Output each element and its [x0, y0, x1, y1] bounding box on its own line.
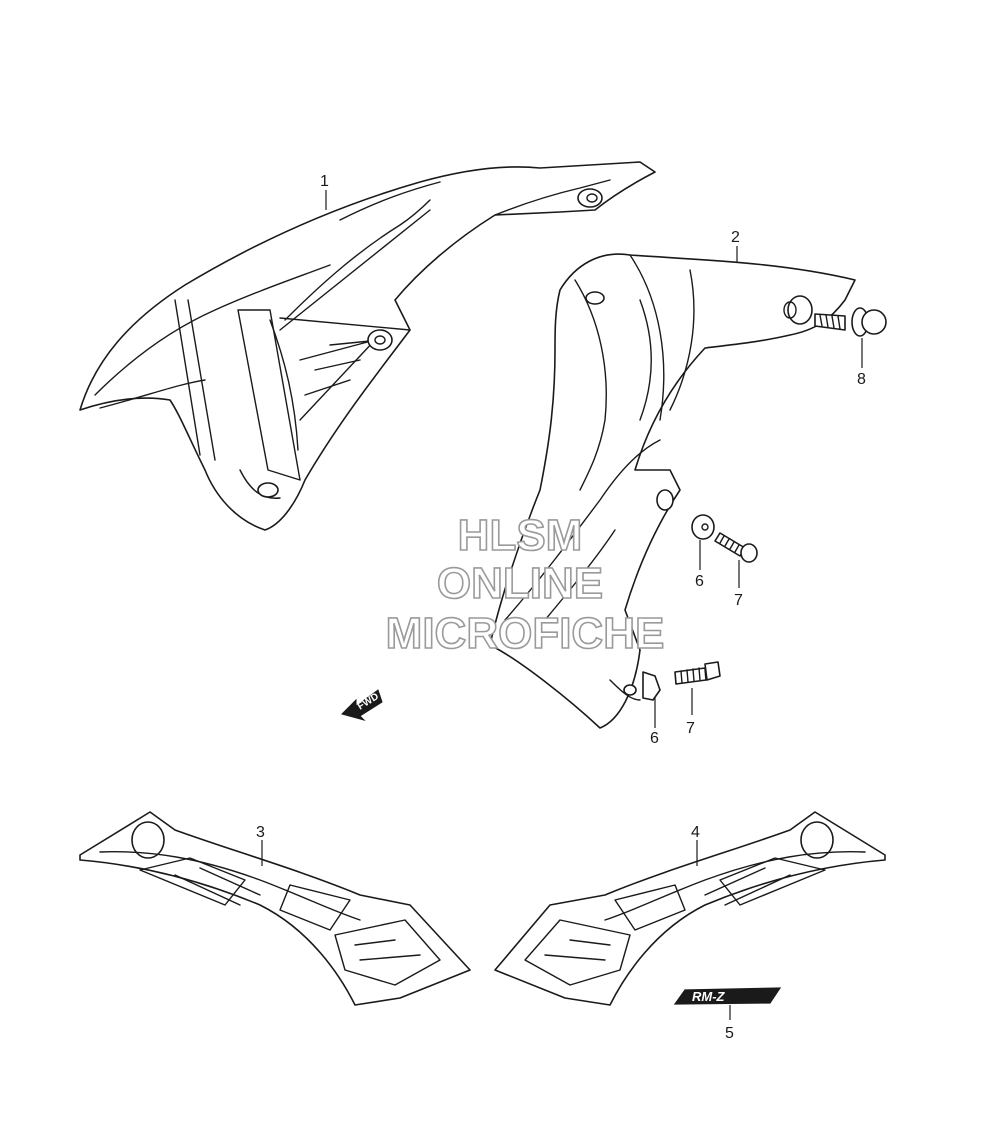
callout-5[interactable]: 5: [725, 1025, 734, 1042]
callout-6-lower[interactable]: 6: [650, 730, 659, 747]
callout-3[interactable]: 3: [256, 824, 265, 841]
part-3-decal-right[interactable]: [79, 811, 471, 1006]
part-8-bolt[interactable]: [814, 307, 887, 337]
callout-7-lower[interactable]: 7: [686, 720, 695, 737]
callout-2[interactable]: 2: [731, 229, 740, 246]
part-6-washer-upper[interactable]: [691, 514, 715, 540]
callout-6-upper[interactable]: 6: [695, 573, 704, 590]
watermark: HLSM ONLINE MICROFICHE: [385, 510, 665, 659]
part-2-radiator-shroud[interactable]: [489, 253, 856, 729]
watermark-line-2: ONLINE: [437, 559, 603, 608]
part-6-washer-lower[interactable]: [642, 671, 661, 701]
callout-1[interactable]: 1: [320, 173, 329, 190]
emblem-label: RM-Z: [692, 989, 726, 1004]
part-1-radiator-shroud[interactable]: [79, 161, 656, 531]
callout-4[interactable]: 4: [691, 824, 700, 841]
part-5-emblem[interactable]: RM-Z: [673, 987, 782, 1005]
part-7-bolt-lower[interactable]: [674, 661, 721, 685]
part-4-decal-left[interactable]: [494, 811, 886, 1006]
callout-7-upper[interactable]: 7: [734, 592, 743, 609]
callout-8[interactable]: 8: [857, 371, 866, 388]
watermark-line-1: HLSM: [458, 511, 583, 560]
fwd-direction-arrow: FWD: [341, 689, 383, 721]
part-7-bolt-upper[interactable]: [714, 532, 758, 563]
watermark-line-3: MICROFICHE: [386, 609, 665, 658]
